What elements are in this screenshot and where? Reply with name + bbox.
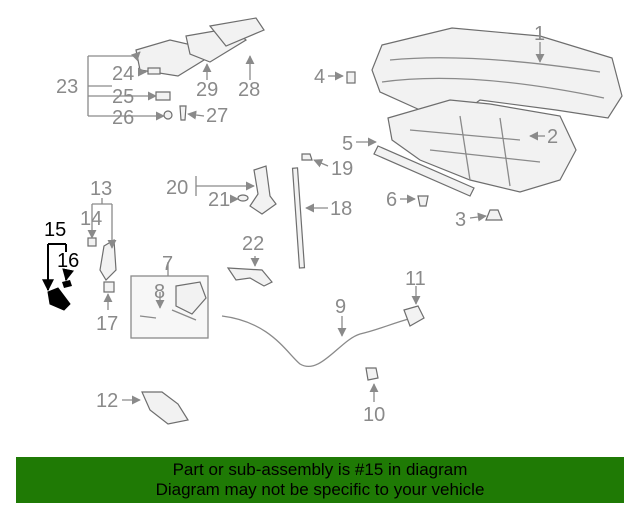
parts-diagram: 1 2 3 4 5 6 7 8 9 10 11 12 13 14 15 16 1… [42,17,623,426]
clip-part-3 [485,209,503,221]
clip-part-25 [155,91,171,101]
bracket-part-12 [141,391,189,425]
hood-panel [371,27,623,123]
nut-part-26 [163,110,173,120]
spring-part-8 [171,309,197,321]
callout-22: 22 [242,233,264,255]
callout-19: 19 [331,158,353,180]
callout-18: 18 [330,198,352,220]
callout-21: 21 [208,189,230,211]
leader-lines [42,42,545,405]
callout-9: 9 [335,296,346,318]
callout-12: 12 [96,390,118,412]
callout-27: 27 [206,105,228,127]
bolt-part-27 [179,105,187,121]
bumper-part-17 [103,281,115,293]
callout-28: 28 [238,79,260,101]
callout-23: 23 [56,76,78,98]
callout-3: 3 [455,209,466,231]
release-lever-22 [226,267,273,287]
cable-handle-11 [403,305,425,327]
callout-7: 7 [162,253,173,275]
support-strut-18 [291,167,306,269]
clip-part-19 [301,153,313,161]
callout-6: 6 [386,189,397,211]
callout-17: 17 [96,313,118,335]
banner-line-1: Part or sub-assembly is #15 in diagram [172,460,468,479]
callout-5: 5 [342,133,353,155]
callout-29: 29 [196,79,218,101]
lock-part [175,281,207,315]
callout-13: 13 [90,178,112,200]
callout-4: 4 [314,66,325,88]
callout-2: 2 [547,126,558,148]
callout-11: 11 [405,268,426,290]
callout-24: 24 [112,63,134,85]
clip-part-14 [87,237,97,247]
callout-16: 16 [57,250,79,272]
vehicle-fit-banner: Part or sub-assembly is #15 in diagram D… [16,457,624,503]
highlighted-part-15 [47,287,71,311]
part-16 [62,280,72,288]
callout-8: 8 [154,281,165,303]
callout-15: 15 [44,219,66,241]
callout-20: 20 [166,177,188,199]
release-cable-9 [221,315,413,367]
bolt-part-21 [237,194,249,202]
insulator-part-28 [208,17,265,47]
banner-line-2: Diagram may not be specific to your vehi… [155,480,485,499]
clip-part-10 [365,367,379,381]
bolt-part-8 [139,315,157,319]
clip-part-6 [417,195,429,207]
callout-10: 10 [363,404,385,426]
latch-part-13 [99,238,117,281]
bumper-part-4 [346,71,356,84]
callout-1: 1 [534,23,545,45]
callout-25: 25 [112,86,134,108]
hinge-part-20 [249,165,277,215]
callout-14: 14 [80,208,102,230]
callout-26: 26 [112,107,134,129]
hood-seal-strip [373,145,475,197]
clip-part-24 [147,67,161,75]
hood-inner-frame [387,99,577,193]
